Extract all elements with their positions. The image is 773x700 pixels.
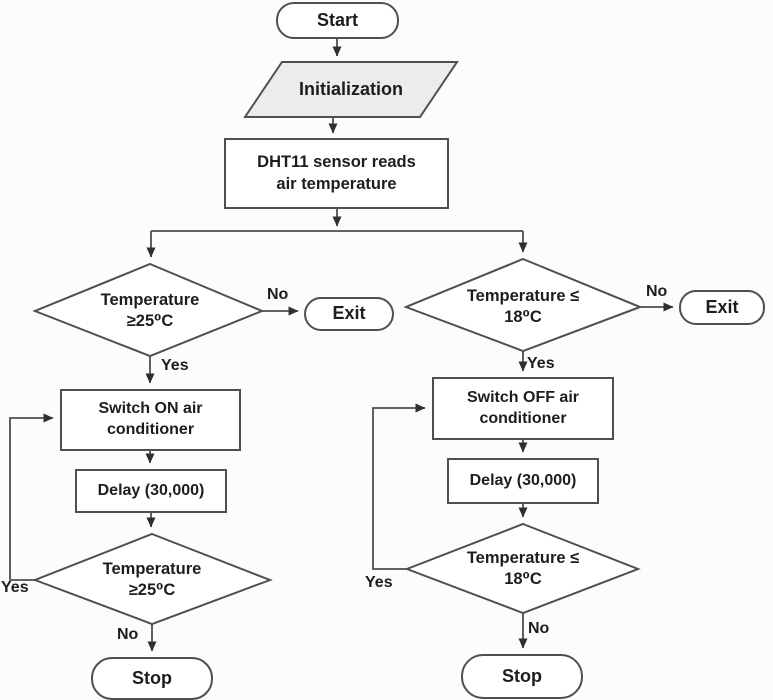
edge-label-yes-loop-left: Yes xyxy=(1,579,29,596)
delay-right-node xyxy=(447,458,599,504)
sensor-read-node xyxy=(224,138,449,209)
edge-label-no-top-right: No xyxy=(646,283,668,300)
decision-hot-bottom-label: Temperature ≥25⁰C xyxy=(102,559,202,599)
edge-label-yes-loop-right: Yes xyxy=(365,574,393,591)
edge-label-no-top-left: No xyxy=(267,286,289,303)
edge-label-no-bottom-right: No xyxy=(528,620,550,637)
loop-hot-yes-to-switch-on xyxy=(9,413,54,581)
switch-off-node xyxy=(432,377,614,440)
decision-cold-top-node xyxy=(403,257,643,353)
edge-label-yes-top-left: Yes xyxy=(161,357,189,374)
switch-on-label: Switch ON air conditioner xyxy=(98,400,203,438)
switch-off-label: Switch OFF air conditioner xyxy=(466,388,579,427)
decision-hot-top-node xyxy=(32,262,265,358)
switch-on-node xyxy=(60,389,241,451)
delay-left-node xyxy=(75,469,227,513)
exit-right-node xyxy=(679,290,765,325)
stop-left-label: Stop xyxy=(132,667,172,688)
decision-cold-top-label: Temperature ≤ 18⁰C xyxy=(466,286,580,326)
decision-hot-top-label: Temperature ≥25⁰C xyxy=(100,290,200,330)
decision-cold-bottom-label: Temperature ≤ 18⁰C xyxy=(466,548,580,588)
decision-cold-bottom-node xyxy=(404,522,641,615)
edge-label-no-bottom-left: No xyxy=(117,626,139,643)
initialization-label: Initialization xyxy=(298,78,403,99)
delay-left-label: Delay (30,000) xyxy=(97,481,205,499)
decision-hot-bottom-node xyxy=(32,532,273,626)
exit-left-label: Exit xyxy=(332,303,366,324)
start-node xyxy=(276,2,399,39)
exit-left-node xyxy=(304,297,394,331)
stop-left-node xyxy=(91,657,213,700)
stop-right-node xyxy=(461,654,583,699)
delay-right-label: Delay (30,000) xyxy=(469,471,577,489)
edge-label-yes-top-right: Yes xyxy=(527,355,555,372)
stop-right-label: Stop xyxy=(502,665,542,686)
exit-right-label: Exit xyxy=(705,296,739,317)
sensor-read-label: DHT11 sensor reads air temperature xyxy=(257,153,416,193)
loop-cold-yes-to-switch-off xyxy=(372,403,426,570)
initialization-node xyxy=(243,61,459,118)
start-label: Start xyxy=(316,9,358,30)
